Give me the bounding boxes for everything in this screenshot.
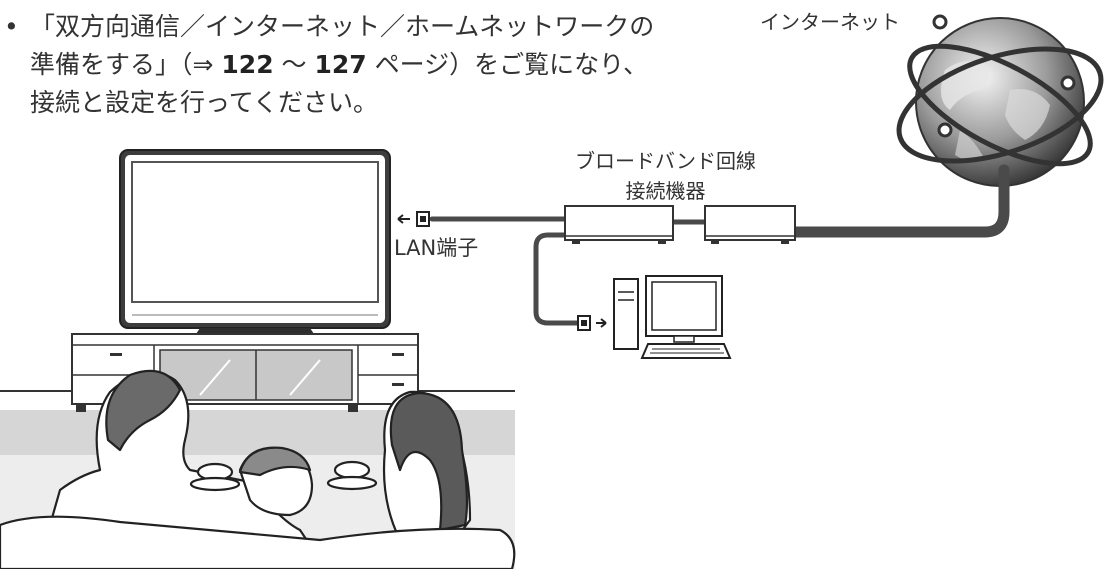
page-ref-start: 122	[221, 50, 274, 79]
lan-port-icon	[397, 211, 430, 227]
bullet: •	[4, 12, 19, 41]
instruction-line-2: 準備をする」（⇒ 122 ～ 127 ページ）をご覧になり、	[30, 46, 702, 84]
page-ref-end: 127	[314, 50, 367, 79]
broadband-router	[564, 205, 674, 244]
computer-icon	[613, 275, 732, 359]
internet-label: インターネット	[760, 10, 900, 34]
network-cables	[429, 164, 1010, 326]
cable-router-to-pc	[533, 232, 581, 326]
instruction-line-2-post: ページ）をご覧になり、	[366, 50, 649, 79]
globe-icon	[896, 14, 1104, 187]
family-on-sofa	[0, 369, 516, 569]
broadband-modem	[704, 205, 796, 244]
cable-modem-to-internet	[789, 164, 1010, 238]
sofa	[0, 515, 516, 569]
page-range-separator: ～	[273, 50, 315, 79]
instruction-text: • 「双方向通信／インターネット／ホームネットワークの 準備をする」（⇒ 122…	[2, 8, 702, 122]
broadband-device-label: ブロードバンド回線 接続機器	[575, 146, 756, 206]
tv-icon	[119, 149, 391, 345]
instruction-line-2-pre: 準備をする」（⇒	[30, 50, 222, 79]
teacup	[333, 460, 371, 480]
instruction-line-1: 「双方向通信／インターネット／ホームネットワークの	[30, 12, 655, 41]
instruction-line-3: 接続と設定を行ってください。	[30, 88, 379, 117]
pc-lan-port-icon	[577, 315, 607, 331]
broadband-label-line-1: ブロードバンド回線	[575, 149, 756, 173]
lan-port-label: LAN端子	[394, 236, 479, 260]
broadband-label-line-2: 接続機器	[625, 179, 706, 203]
